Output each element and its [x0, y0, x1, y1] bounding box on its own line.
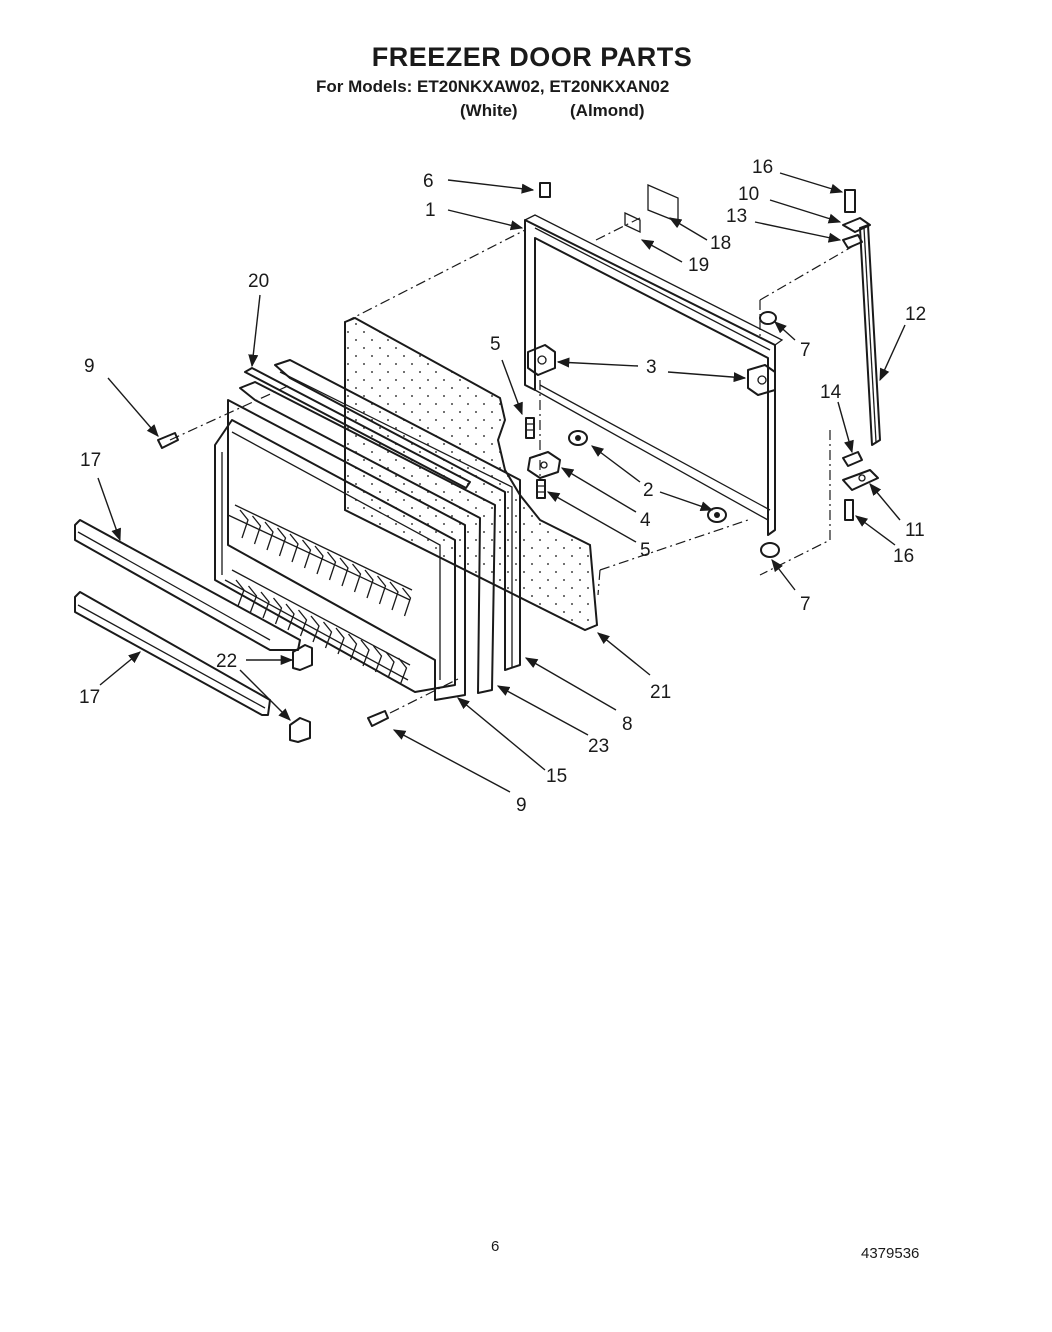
screw-part-6	[539, 182, 551, 198]
callout-9-bottom: 9	[516, 795, 527, 816]
leader-lines	[97, 172, 906, 793]
inner-liner-part-15	[227, 399, 466, 701]
bracket-plate-part-4	[527, 451, 561, 479]
callout-5-lower: 5	[640, 540, 651, 561]
hinge-part-11	[842, 469, 879, 491]
callout-3: 3	[646, 357, 657, 378]
callout-1: 1	[425, 200, 436, 221]
callout-15: 15	[546, 766, 567, 787]
liner-part-23	[239, 381, 496, 694]
inner-door-liner	[214, 419, 456, 693]
callout-20: 20	[248, 271, 269, 292]
shelf-ribs	[235, 509, 412, 685]
page-number: 6	[491, 1238, 500, 1255]
bushing-part-7-lower	[760, 542, 780, 558]
callout-23: 23	[588, 736, 609, 757]
color-almond-label: (Almond)	[570, 101, 645, 120]
models-line: For Models: ET20NKXAW02, ET20NKXAN02	[316, 77, 670, 96]
end-cap-part-22-upper	[292, 644, 313, 671]
hinge-cover-part-12	[859, 224, 881, 446]
screw-part-9-bottom	[367, 710, 389, 727]
door-trim-part-17-lower	[74, 591, 271, 716]
shim-part-13	[842, 234, 863, 249]
callout-16-lower: 16	[893, 546, 914, 567]
callout-17-upper: 17	[80, 450, 101, 471]
page-title: FREEZER DOOR PARTS	[371, 42, 693, 72]
document-number: 4379536	[861, 1245, 920, 1262]
door-frame-part-1	[524, 214, 784, 536]
screw-part-16-lower	[844, 499, 854, 521]
callout-8: 8	[622, 714, 633, 735]
shelf-ribs-lower	[224, 569, 411, 681]
door-stop-part-2-left	[568, 430, 588, 446]
screw-part-5-lower	[536, 479, 546, 499]
callout-4: 4	[640, 510, 651, 531]
callout-10: 10	[738, 184, 759, 205]
hinge-part-10	[842, 217, 871, 233]
callout-5-upper: 5	[490, 334, 501, 355]
callout-7-lower: 7	[800, 594, 811, 615]
callout-6: 6	[423, 171, 434, 192]
callout-16-upper: 16	[752, 157, 773, 178]
assembly-centerlines	[169, 217, 856, 714]
callout-12: 12	[905, 304, 926, 325]
callout-17-lower: 17	[79, 687, 100, 708]
callout-21: 21	[650, 682, 671, 703]
shelf-ribs-upper	[227, 504, 413, 601]
end-cap-part-22-lower	[289, 717, 311, 743]
hinge-bracket-part-3-right	[747, 364, 776, 396]
callout-2: 2	[643, 480, 654, 501]
gasket-part-8	[274, 359, 521, 671]
callout-9-left: 9	[84, 356, 95, 377]
callout-7-upper: 7	[800, 340, 811, 361]
callout-numbers: 6 1 16 10 13 18 19 20 12 7 9 5 3 14 17 2…	[79, 157, 926, 816]
color-white-label: (White)	[460, 101, 518, 120]
callout-11: 11	[905, 520, 925, 541]
shim-part-14	[842, 451, 863, 467]
screw-part-5-upper	[525, 417, 535, 439]
strip-part-20	[244, 367, 471, 489]
hinge-bracket-part-3-left	[527, 344, 556, 376]
label-plates-part-18-19	[624, 184, 679, 234]
callout-13: 13	[726, 206, 747, 227]
callout-22: 22	[216, 651, 237, 672]
callout-18: 18	[710, 233, 731, 254]
screw-part-9-left	[157, 432, 179, 449]
door-stop-part-2-right	[707, 507, 727, 523]
screw-part-16-upper	[844, 189, 856, 213]
bushing-part-7-upper	[759, 311, 777, 325]
callout-19: 19	[688, 255, 709, 276]
callout-14: 14	[820, 382, 842, 403]
